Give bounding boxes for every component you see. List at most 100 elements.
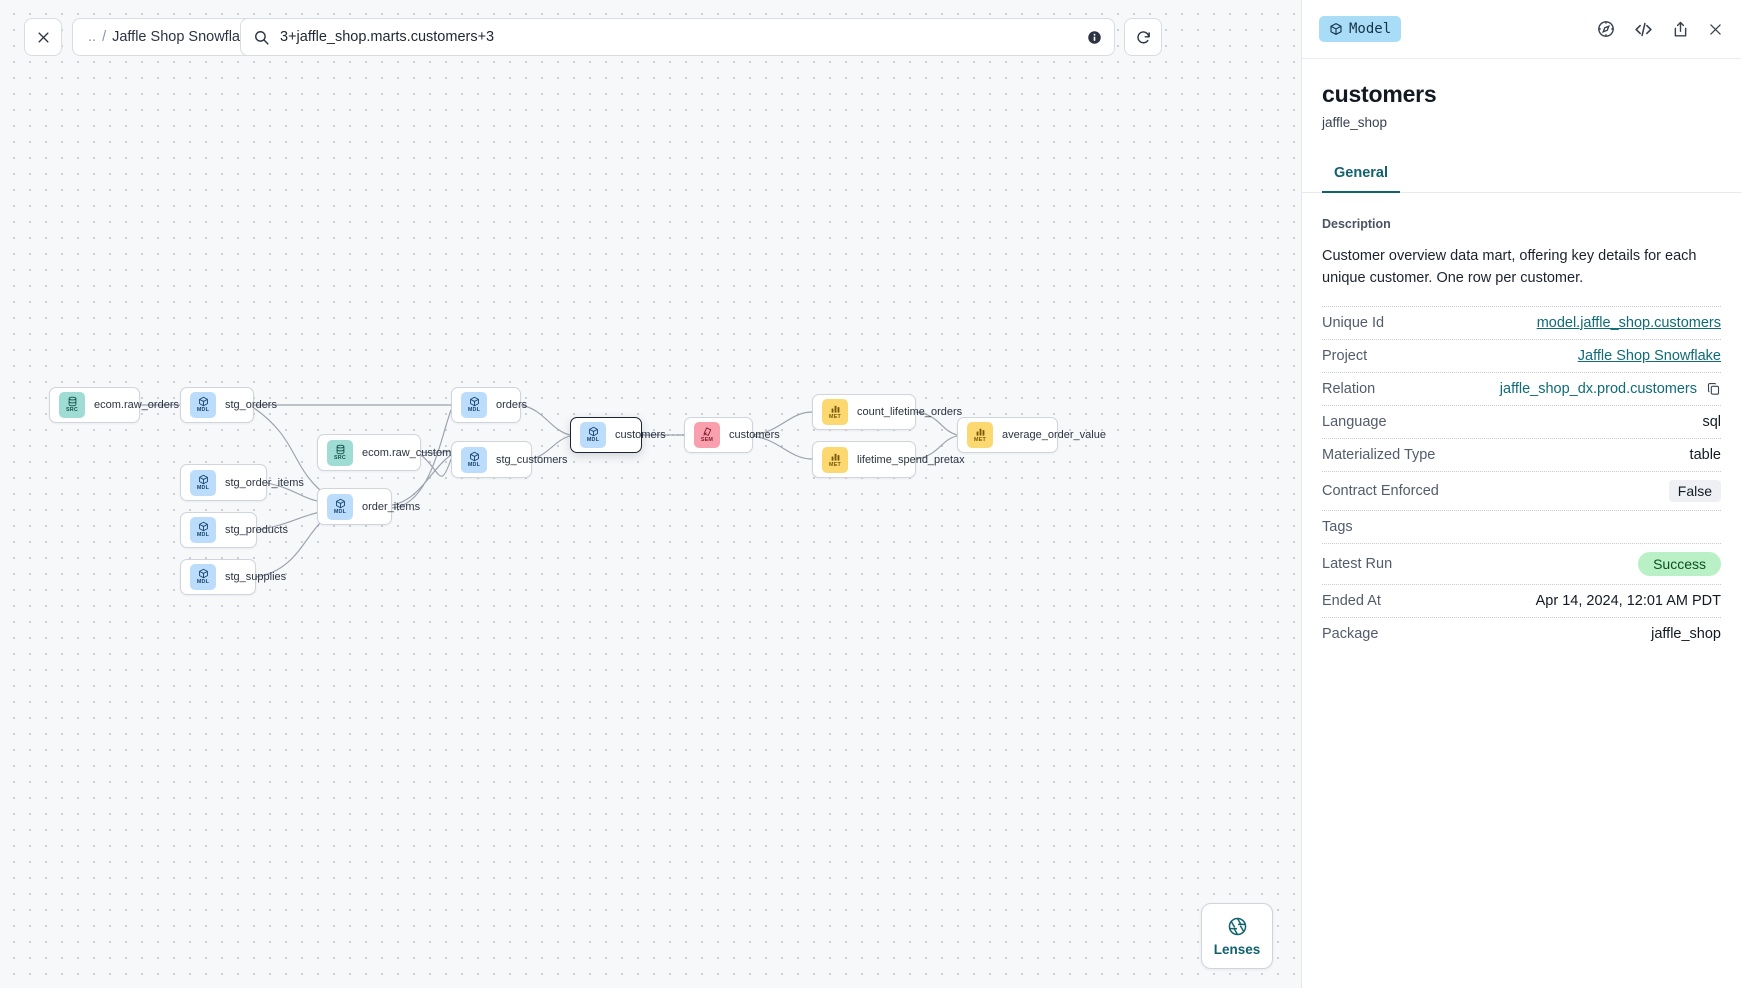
panel-body: Description Customer overview data mart,… bbox=[1302, 193, 1741, 650]
property-row: Materialized Type table bbox=[1322, 439, 1721, 471]
property-value: False bbox=[1668, 479, 1721, 502]
divider bbox=[1322, 371, 1721, 373]
graph-node-order_items[interactable]: MDL order_items bbox=[317, 488, 420, 525]
divider bbox=[1322, 305, 1721, 307]
graph-node-average_order_value[interactable]: MET average_order_value bbox=[957, 417, 1106, 453]
property-key: Ended At bbox=[1322, 592, 1381, 609]
graph-node-ecom_raw_customers[interactable]: SRC ecom.raw_customers bbox=[317, 434, 467, 471]
mdl-badge-icon: MDL bbox=[190, 564, 216, 590]
lenses-button[interactable]: Lenses bbox=[1201, 903, 1273, 969]
divider bbox=[1322, 583, 1721, 585]
met-badge-icon: MET bbox=[822, 399, 848, 425]
info-icon[interactable] bbox=[1087, 30, 1102, 45]
mdl-badge-icon: MDL bbox=[190, 517, 216, 543]
property-row: Package jaffle_shop bbox=[1322, 618, 1721, 650]
property-value: jaffle_shop bbox=[1651, 626, 1721, 642]
mdl-badge-icon: MDL bbox=[327, 493, 353, 520]
property-value[interactable]: Jaffle Shop Snowflake bbox=[1578, 348, 1721, 364]
divider bbox=[1322, 437, 1721, 439]
graph-node-label: average_order_value bbox=[1002, 429, 1106, 441]
property-value-text[interactable]: jaffle_shop_dx.prod.customers bbox=[1499, 380, 1697, 397]
property-value-text[interactable]: model.jaffle_shop.customers bbox=[1536, 314, 1721, 331]
property-key: Project bbox=[1322, 347, 1368, 364]
property-value[interactable]: jaffle_shop_dx.prod.customers bbox=[1500, 381, 1721, 397]
breadcrumb[interactable]: .. / Jaffle Shop Snowflake bbox=[72, 18, 272, 56]
mdl-badge-icon: MDL bbox=[190, 392, 216, 418]
status-badge[interactable]: Success bbox=[1638, 551, 1721, 576]
panel-actions bbox=[1596, 19, 1724, 40]
property-value-text: Apr 14, 2024, 12:01 AM PDT bbox=[1535, 592, 1721, 609]
mdl-badge-icon: MDL bbox=[461, 392, 487, 418]
breadcrumb-label: Jaffle Shop Snowflake bbox=[112, 29, 256, 45]
description-text: Customer overview data mart, offering ke… bbox=[1322, 248, 1697, 287]
property-key: Relation bbox=[1322, 380, 1376, 397]
graph-node-label: stg_order_items bbox=[225, 476, 304, 489]
page-title: customers bbox=[1322, 81, 1437, 107]
divider bbox=[1322, 542, 1721, 544]
code-icon[interactable] bbox=[1633, 19, 1654, 40]
property-key: Language bbox=[1322, 413, 1387, 430]
close-lineage-button[interactable] bbox=[24, 18, 62, 56]
search-bar[interactable] bbox=[240, 18, 1115, 56]
property-value-text: table bbox=[1689, 446, 1721, 463]
graph-node-stg_order_items[interactable]: MDL stg_order_items bbox=[180, 464, 304, 501]
refresh-button[interactable] bbox=[1124, 18, 1162, 56]
panel-title-block: customers jaffle_shop bbox=[1302, 59, 1741, 130]
explore-icon[interactable] bbox=[1596, 19, 1616, 39]
property-value[interactable]: Success bbox=[1638, 551, 1721, 576]
property-row: Relation jaffle_shop_dx.prod.customers bbox=[1322, 373, 1721, 405]
lenses-label: Lenses bbox=[1213, 941, 1261, 957]
graph-node-lifetime_spend_pretax[interactable]: MET lifetime_spend_pretax bbox=[812, 441, 965, 478]
mdl-badge-icon: MDL bbox=[461, 446, 487, 473]
met-badge-icon: MET bbox=[967, 422, 993, 448]
graph-node-label: ecom.raw_orders bbox=[94, 399, 179, 411]
property-key: Package bbox=[1322, 625, 1379, 642]
property-row: Ended At Apr 14, 2024, 12:01 AM PDT bbox=[1322, 585, 1721, 617]
tab-general[interactable]: General bbox=[1322, 157, 1400, 193]
graph-node-label: order_items bbox=[362, 500, 421, 513]
details-panel-header: Model bbox=[1302, 0, 1741, 59]
graph-node-ecom_raw_orders[interactable]: SRC ecom.raw_orders bbox=[49, 387, 179, 423]
breadcrumb-prefix: .. bbox=[88, 29, 97, 45]
src-badge-icon: SRC bbox=[327, 439, 353, 466]
property-value: table bbox=[1690, 447, 1721, 463]
property-key: Materialized Type bbox=[1322, 446, 1436, 463]
met-badge-icon: MET bbox=[822, 446, 848, 473]
property-key: Contract Enforced bbox=[1322, 482, 1439, 499]
src-badge-icon: SRC bbox=[59, 392, 85, 418]
mdl-badge-icon: MDL bbox=[190, 469, 216, 496]
copy-icon[interactable] bbox=[1706, 381, 1721, 396]
description-label: Description bbox=[1322, 217, 1391, 231]
node-type-label: Model bbox=[1349, 21, 1392, 37]
property-value: Apr 14, 2024, 12:01 AM PDT bbox=[1536, 593, 1721, 609]
divider bbox=[1322, 470, 1721, 472]
divider bbox=[1322, 509, 1721, 511]
close-icon[interactable] bbox=[1707, 21, 1724, 38]
divider bbox=[1322, 338, 1721, 340]
search-icon bbox=[253, 29, 270, 46]
property-row: Project Jaffle Shop Snowflake bbox=[1322, 340, 1721, 372]
property-row: Tags bbox=[1322, 511, 1721, 543]
mdl-badge-icon: MDL bbox=[580, 422, 606, 448]
details-panel: Model bbox=[1301, 0, 1741, 988]
share-icon[interactable] bbox=[1671, 20, 1690, 39]
graph-node-label: lifetime_spend_pretax bbox=[857, 453, 965, 466]
aperture-icon bbox=[1227, 916, 1248, 937]
graph-node-label: ecom.raw_customers bbox=[362, 446, 467, 459]
property-value-text[interactable]: Jaffle Shop Snowflake bbox=[1577, 347, 1721, 364]
property-value[interactable]: model.jaffle_shop.customers bbox=[1537, 315, 1721, 331]
search-input[interactable] bbox=[280, 29, 1077, 45]
